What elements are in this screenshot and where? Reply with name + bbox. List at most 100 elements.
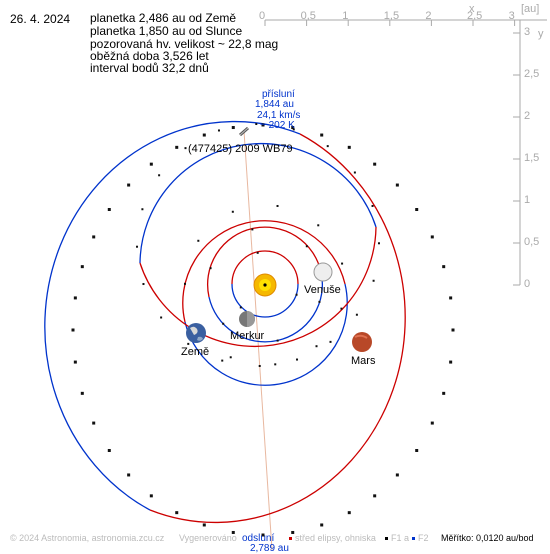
planet-orbit-dot <box>318 300 321 303</box>
earth-label: Země <box>181 346 210 358</box>
legend-center-marker <box>289 537 292 540</box>
asteroid-dot <box>149 162 153 166</box>
asteroid-dot <box>373 162 377 166</box>
legend-center-label: střed elipsy, ohniska <box>295 533 376 543</box>
y-tick-label: 3 <box>524 26 531 38</box>
asteroid-dot <box>451 328 455 332</box>
legend-f1-marker <box>385 537 388 540</box>
asteroid-name: (477425) 2009 WB79 <box>188 143 293 155</box>
planet-orbit-dot <box>305 245 308 248</box>
planet-orbit-dot <box>276 339 279 342</box>
planet-orbit-dot <box>371 204 374 207</box>
asteroid-dot <box>320 523 324 527</box>
copyright: © 2024 Astronomia, astronomia.zcu.cz <box>10 533 165 543</box>
asteroid-dot <box>175 145 179 149</box>
earth-orbit-blue <box>184 283 348 386</box>
perihelion-label: přísluní <box>262 89 295 100</box>
asteroid-dot <box>127 473 131 477</box>
asteroid-dot <box>107 448 111 452</box>
planet-orbit-dot <box>274 363 277 366</box>
planet-orbit-dot <box>197 239 200 242</box>
date-label: 26. 4. 2024 <box>10 12 71 26</box>
y-tick-label: 2 <box>524 110 531 122</box>
scale-unit: [au] <box>521 3 540 15</box>
asteroid-dot <box>149 494 153 498</box>
asteroid-dot <box>291 126 295 130</box>
asteroid-orbit-blue <box>44 120 301 511</box>
x-tick-label: 1,5 <box>383 10 400 22</box>
asteroid-dot <box>442 265 446 269</box>
asteroid-dot <box>202 133 206 137</box>
asteroid-dot <box>347 145 351 149</box>
orbital-period: oběžná doba 3,526 let <box>90 49 209 63</box>
legend-f2-marker <box>412 537 415 540</box>
asteroid-dot <box>73 296 77 300</box>
y-tick-label: 2,5 <box>524 68 540 80</box>
perihelion-temperature: ~ 202 K <box>260 120 295 131</box>
asteroid-dot <box>261 123 265 127</box>
aphelion-distance: 2,789 au <box>250 543 289 554</box>
asteroid-dot <box>92 235 96 239</box>
legend-f1-label: F1 a <box>391 533 410 543</box>
asteroid-dot <box>127 183 131 187</box>
asteroid-dot <box>449 360 453 364</box>
asteroid-dot <box>73 360 77 364</box>
generated-label: Vygenerováno <box>179 533 237 543</box>
scale-x-axis <box>264 19 547 26</box>
asteroid-orbit-red <box>149 133 406 524</box>
sun-distance: planetka 1,850 au od Slunce <box>90 24 243 38</box>
planet-orbit-dot <box>329 340 332 343</box>
planet-orbit-dot <box>292 128 295 131</box>
magnitude: pozorovaná hv. velikost ~ 22,8 mag <box>90 37 279 51</box>
planet-orbit-dot <box>222 322 225 325</box>
planet-orbit-dot <box>355 313 358 316</box>
asteroid-dot <box>449 296 453 300</box>
planet-orbit-dot <box>353 171 356 174</box>
asteroid-dot <box>442 391 446 395</box>
planet-orbit-dot <box>326 145 329 148</box>
planet-orbit-dot <box>229 356 232 359</box>
asteroid-dot <box>107 208 111 212</box>
planet-orbit-dot <box>258 364 261 367</box>
asteroid-dot <box>261 533 265 537</box>
asteroid-dot <box>175 511 179 515</box>
point-interval: interval bodů 32,2 dnů <box>90 61 209 75</box>
y-tick-label: 0,5 <box>524 236 540 248</box>
planet-orbit-dot <box>221 359 224 362</box>
planet-orbit-dot <box>340 307 343 310</box>
asteroid-dot <box>415 208 419 212</box>
scale-y-axis <box>513 20 521 286</box>
asteroid-dot <box>80 391 84 395</box>
planet-orbit-dot <box>184 282 187 285</box>
x-tick-label: 2 <box>425 10 432 22</box>
planet-orbit-dot <box>251 228 254 231</box>
asteroid-dot <box>80 265 84 269</box>
venus-label: Venuše <box>304 284 341 296</box>
planet-orbit-dot <box>317 224 320 227</box>
y-tick-label: 0 <box>524 278 531 290</box>
asteroid-dot <box>430 421 434 425</box>
asteroid-dot <box>395 183 399 187</box>
planet-orbit-dot <box>184 147 187 150</box>
planet-orbit-dot <box>377 242 380 245</box>
planet-orbit-dot <box>160 316 163 319</box>
planet-orbit-dot <box>141 208 144 211</box>
venus-planet <box>313 262 333 282</box>
perihelion-speed: 24,1 km/s <box>257 110 301 121</box>
mars-planet <box>352 332 372 352</box>
asteroid-dot <box>231 530 235 534</box>
planet-orbit-dot <box>239 306 242 309</box>
planet-orbit-dot <box>295 293 298 296</box>
asteroid-position-dots <box>71 123 455 537</box>
asteroid-dot <box>373 494 377 498</box>
apsidal-line <box>243 130 273 550</box>
mercury-orbit-red <box>231 250 299 285</box>
x-tick-label: 3 <box>508 10 515 22</box>
planet-orbit-dot <box>231 210 234 213</box>
planet-orbit-dot <box>217 129 220 132</box>
asteroid-dot <box>415 448 419 452</box>
aphelion-label: odsluní <box>242 533 275 544</box>
sun <box>253 273 277 297</box>
planet-position-dots <box>136 123 380 367</box>
